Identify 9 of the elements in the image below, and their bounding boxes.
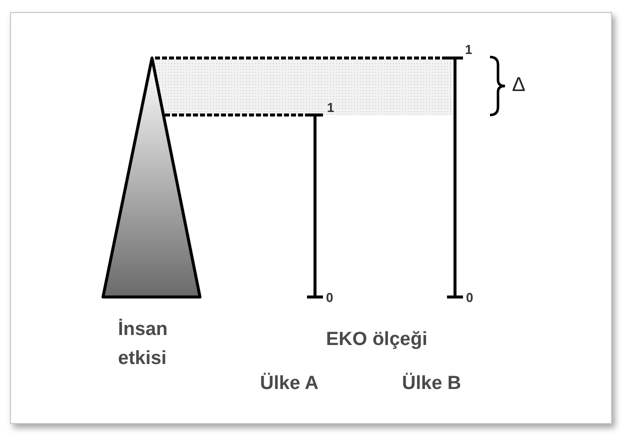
delta-symbol: Δ bbox=[512, 74, 526, 97]
axis-caption: EKO ölçeği bbox=[326, 328, 428, 352]
scale-value: 0 bbox=[326, 290, 334, 305]
scale-value: 1 bbox=[465, 42, 472, 57]
scale-value: 1 bbox=[327, 100, 334, 115]
country-label: Ülke A bbox=[260, 372, 318, 396]
scale-value: 0 bbox=[466, 290, 474, 305]
country-label: Ülke B bbox=[402, 372, 462, 396]
axis-caption: İnsan etkisi bbox=[118, 318, 169, 370]
